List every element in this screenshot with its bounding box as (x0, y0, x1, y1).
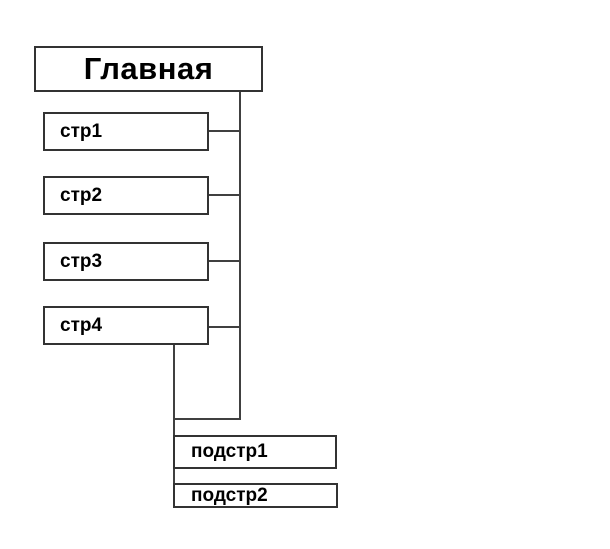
node-page-1-label: стр1 (60, 120, 103, 142)
node-subpage-2-label: подстр2 (191, 484, 268, 506)
node-main-label: Главная (83, 51, 214, 86)
node-main-page: Главная (34, 46, 263, 92)
trunk-connector-line (239, 92, 241, 420)
connector-line-page-1 (209, 130, 240, 132)
connector-line-page-3 (209, 260, 240, 262)
node-page-2-label: стр2 (60, 184, 103, 206)
node-subpage-2: подстр2 (173, 483, 338, 508)
node-subpage-1: подстр1 (173, 435, 337, 469)
connector-line-page-2 (209, 194, 240, 196)
page-4-drop-line (173, 345, 175, 435)
node-page-3: стр3 (43, 242, 209, 281)
node-page-2: стр2 (43, 176, 209, 215)
bottom-junction-line (173, 418, 241, 420)
node-page-3-label: стр3 (60, 250, 103, 272)
node-page-4-label: стр4 (60, 314, 103, 336)
connector-line-page-4 (209, 326, 240, 328)
node-page-1: стр1 (43, 112, 209, 151)
node-page-4: стр4 (43, 306, 209, 345)
subpage-link-line (173, 469, 175, 483)
node-subpage-1-label: подстр1 (191, 441, 268, 462)
